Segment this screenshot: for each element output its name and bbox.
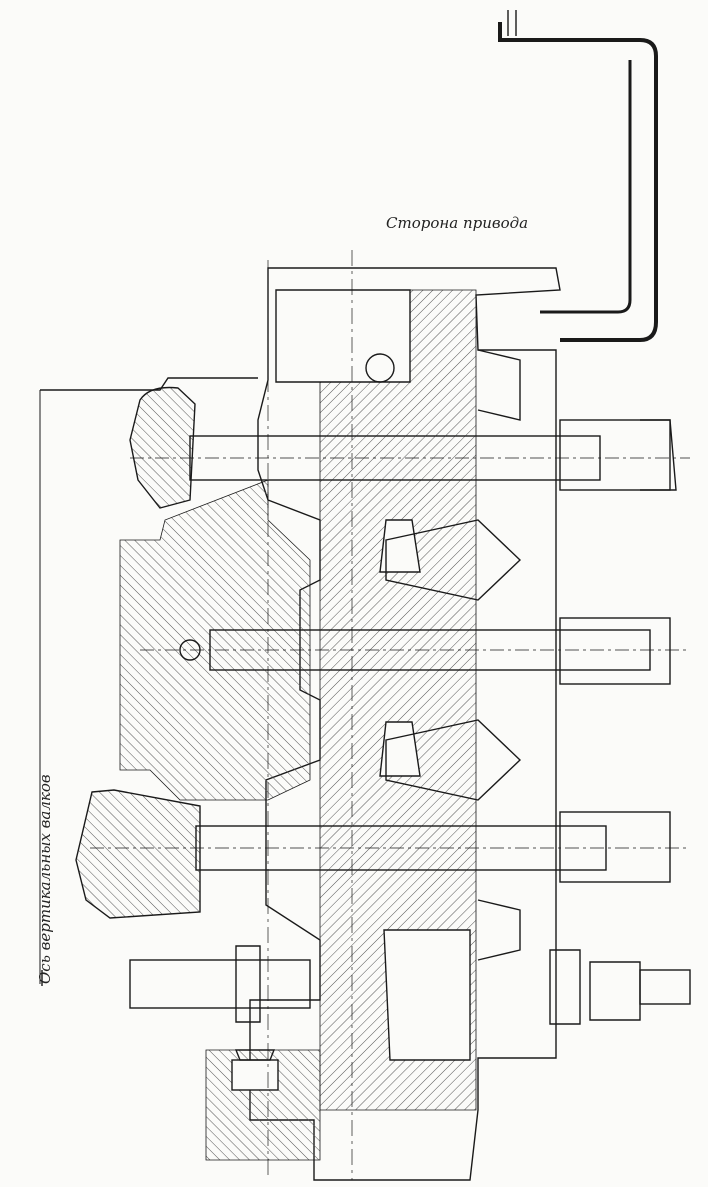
oil-pipe xyxy=(498,10,658,342)
lower-chock xyxy=(75,789,201,919)
base-foot xyxy=(205,1049,321,1161)
upper-shaft xyxy=(130,419,690,491)
drive-side-label: Сторона привода xyxy=(386,214,529,232)
side-frame xyxy=(39,377,311,986)
centre-lines xyxy=(267,250,353,1180)
upper-chock xyxy=(129,386,196,509)
vertical-rolls-axis-label: Ось вертикальных валков xyxy=(36,774,54,984)
middle-shaft xyxy=(140,617,690,685)
drive-coupling xyxy=(129,945,691,1025)
lower-shaft xyxy=(90,811,690,883)
gear-wedges xyxy=(385,349,522,961)
housing-body xyxy=(249,267,561,1181)
